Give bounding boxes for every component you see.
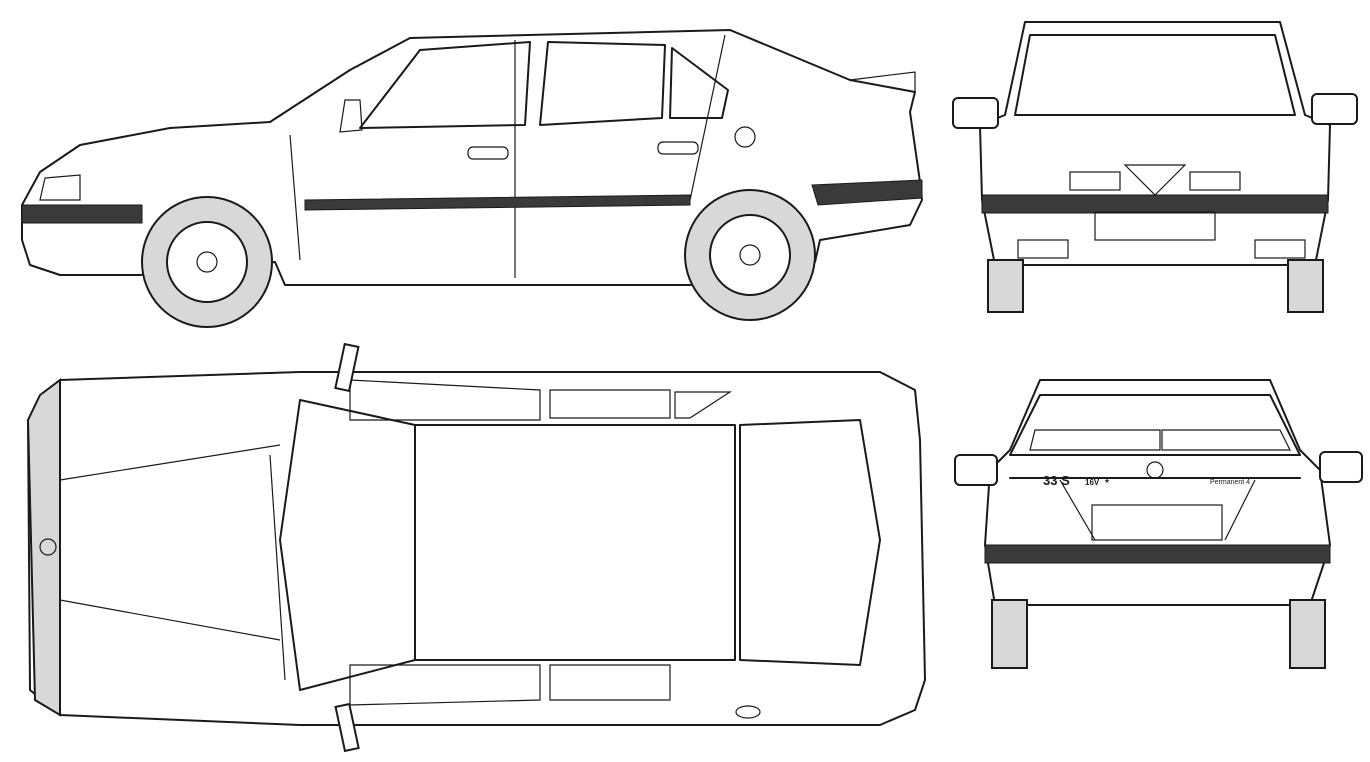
engine-badge: 16V	[1085, 478, 1100, 487]
drive-badge: Permanent 4	[1210, 479, 1250, 486]
brand-emblem	[1146, 461, 1164, 479]
star-badge: *	[1105, 478, 1109, 489]
right-mirror	[1311, 93, 1358, 125]
top-view	[26, 342, 926, 753]
front-wheel	[141, 196, 273, 328]
front-view	[952, 21, 1358, 313]
model-badge: 33 S	[1043, 473, 1070, 488]
left-mirror	[952, 97, 999, 129]
side-view	[21, 29, 923, 328]
rear-view: 33 S 16V * Permanent 4	[954, 379, 1363, 669]
rear-wheel	[684, 189, 816, 321]
side-front-bumper-strip	[21, 204, 143, 224]
